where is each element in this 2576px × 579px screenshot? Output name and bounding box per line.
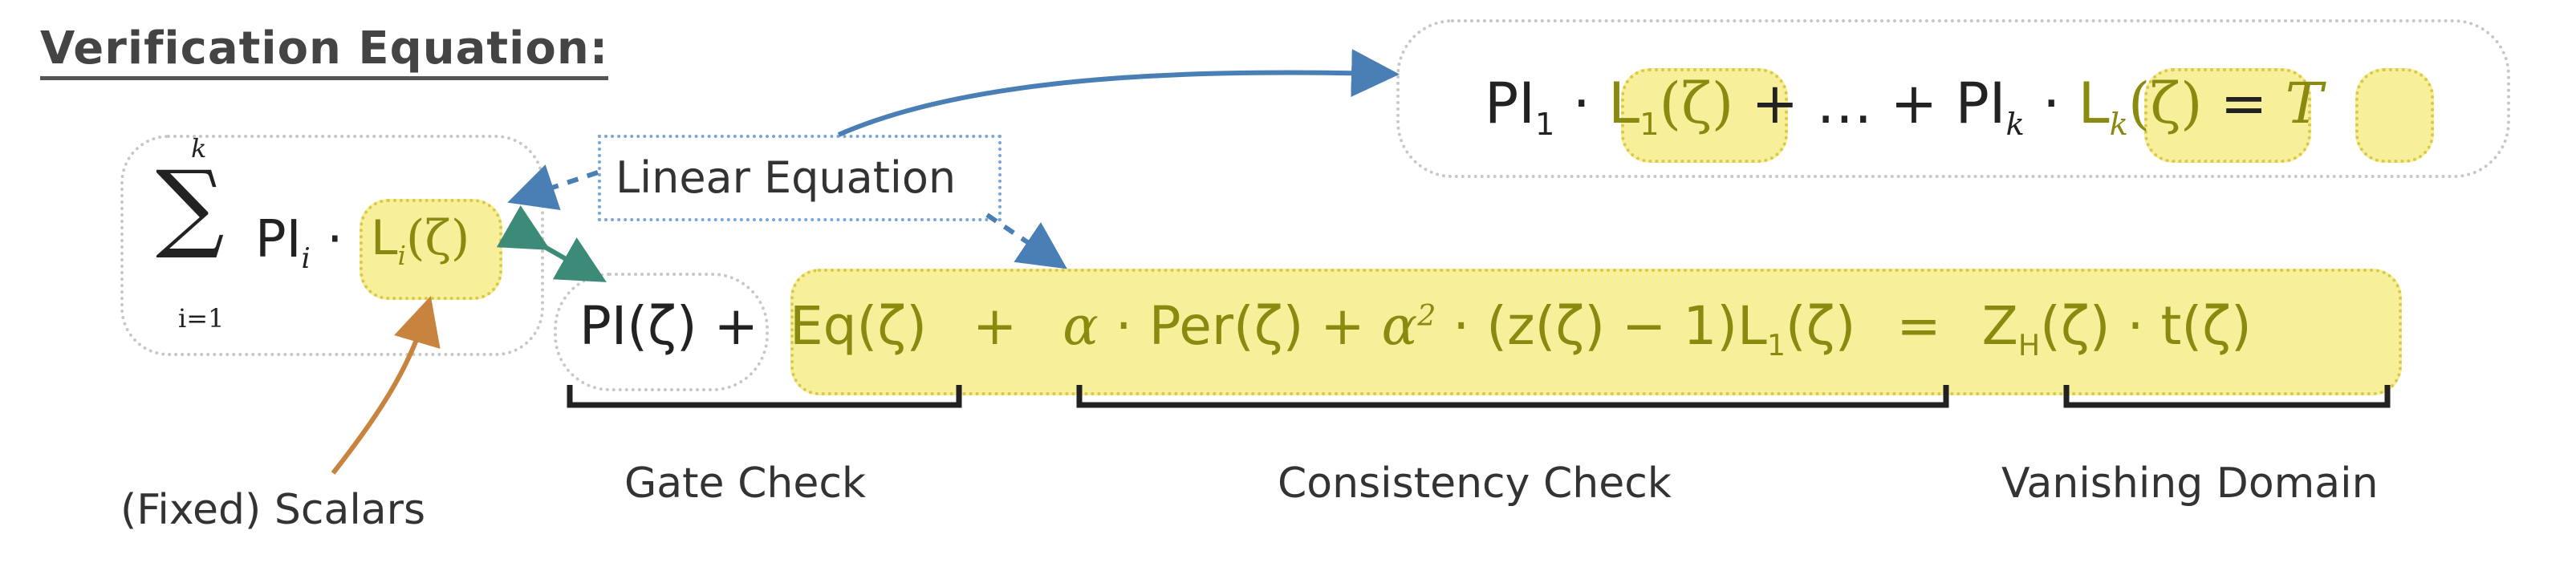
zh-sub: H [2017,328,2041,363]
plus0: + [713,295,758,357]
z-term-body: (z(ζ) − 1)L [1486,295,1767,357]
t-highlight [2355,68,2434,163]
gate-check-label: Gate Check [624,460,867,508]
consistency-check-label: Consistency Check [1278,460,1672,508]
l1-sub: 1 [1639,107,1660,143]
alpha2-exp: 2 [1417,298,1436,333]
arrow-to-main [985,213,1067,269]
fixed-scalars-label: (Fixed) Scalars [120,486,426,534]
alpha2-base: α [1381,295,1418,357]
consistency-bracket [1076,385,1949,408]
t-term: T [2285,71,2323,136]
ellipsis: … [1816,71,1873,136]
lk: Lk(ζ) [2078,71,2203,143]
sum-term-dot: · [327,210,343,269]
eq-zeta: Eq(ζ) [789,295,927,357]
arrow-sum-to-pi [496,205,607,282]
zh-term: ZH(ζ) [1981,295,2111,362]
equals: = [2220,71,2268,136]
lagrange-sub: i [397,240,406,271]
z-term-sub: 1 [1766,328,1786,363]
plus1: + [972,295,1018,357]
sum-upper-limit: k [191,133,207,164]
linear-equation-text: Linear Equation [616,152,957,203]
sigma-symbol: ∑ [156,151,225,262]
dot2: · [2042,71,2061,136]
sum-term-sub: i [301,241,311,275]
sum-term: PIi · [255,210,343,275]
l1-highlight [1621,68,1788,163]
pi-zeta-box [554,273,769,391]
t-zeta: t(ζ) [2160,295,2252,357]
linear-equation-label: Linear Equation [598,135,1002,221]
pik: PI [1955,71,2006,136]
lk-arg: (ζ) [2127,71,2203,136]
arrow-to-expanded [837,49,1400,137]
l1: L1(ζ) [1608,71,1734,143]
zh-letter: Z [1981,295,2018,357]
vanishing-domain-label: Vanishing Domain [2001,460,2379,508]
expanded-equation: PI1 · L1(ζ) + … + PIk · Lk(ζ) = T [1485,71,2322,143]
dot1: · [1572,71,1591,136]
pi-zeta: PI(ζ) [579,295,697,357]
main-equation: PI(ζ) + Eq(ζ) + α · Per(ζ) + α2 · (z(ζ) … [579,295,2252,362]
plus2: + [1890,71,1938,136]
arrow-scalars [331,295,441,475]
page-title: Verification Equation: [40,22,609,80]
lk-highlight [2144,68,2311,163]
plus1: + [1751,71,1799,136]
sum-term-pi: PI [255,210,302,269]
vanishing-bracket [2063,385,2391,408]
pi1: PI [1485,71,1535,136]
dot3: · [2127,295,2144,357]
lagrange-arg: (ζ) [406,210,470,266]
main-equation-highlight [790,269,2402,395]
lagrange-term: Li(ζ) [371,210,469,271]
gate-bracket [567,385,962,408]
equals: = [1896,295,1941,357]
pi1-sub: 1 [1534,107,1555,143]
alpha2: α2 [1382,295,1436,357]
lk-letter: L [2078,71,2110,136]
l1-arg: (ζ) [1659,71,1734,136]
dot1: · [1115,295,1132,357]
z-term-arg: (ζ) [1785,295,1856,357]
plus2: + [1320,295,1365,357]
z-term: (z(ζ) − 1)L1(ζ) [1486,295,1856,362]
arrow-to-summation [507,164,599,211]
zh-arg: (ζ) [2040,295,2111,357]
pik-sub: k [2005,107,2025,143]
dot2: · [1453,295,1470,357]
expanded-equation-box [1396,19,2510,178]
per-zeta: Per(ζ) [1148,295,1304,357]
alpha: α [1062,295,1099,357]
lk-sub: k [2109,107,2128,143]
sum-lower-limit: i=1 [178,303,225,334]
l1-letter: L [1608,71,1640,136]
lagrange-l: L [371,210,398,266]
